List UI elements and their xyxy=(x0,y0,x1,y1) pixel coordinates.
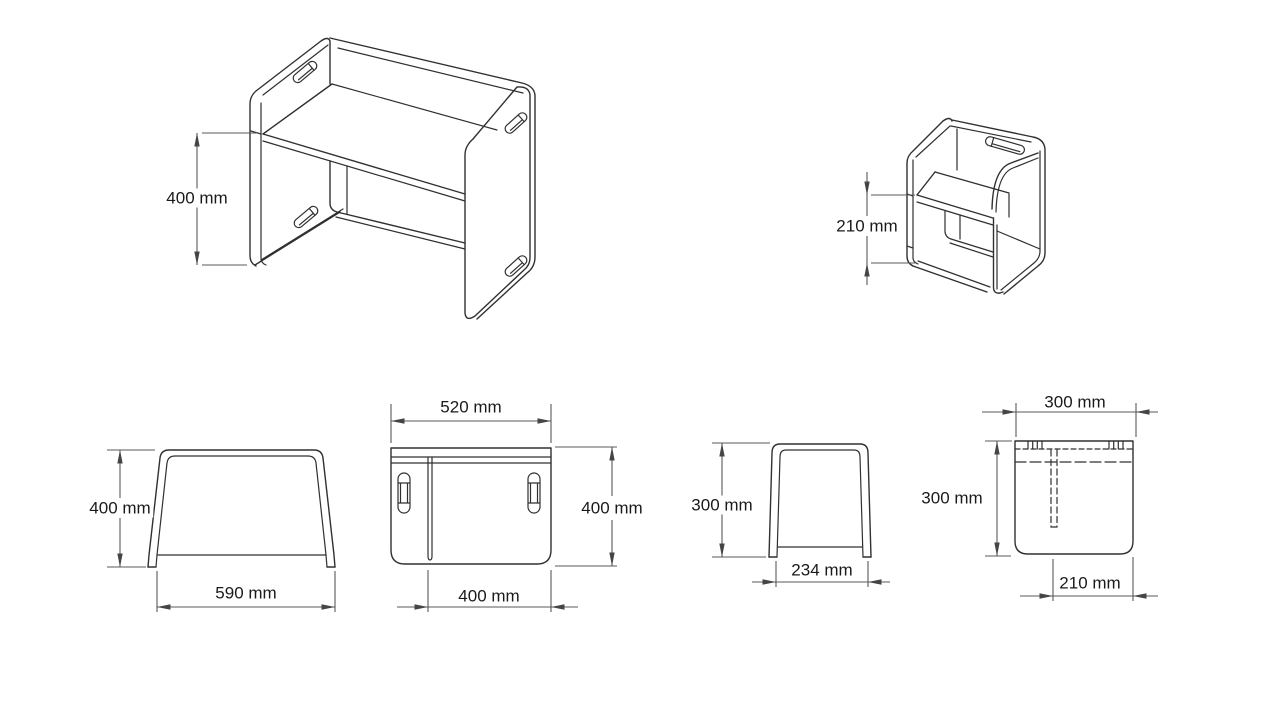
table-front-left-slot xyxy=(397,472,411,514)
table-isometric-view xyxy=(194,37,536,320)
table-front-view xyxy=(390,404,617,612)
table-front-top-width-dimension xyxy=(390,404,552,443)
table-front-right-slot xyxy=(527,472,541,514)
chair-side-height-dimension xyxy=(712,442,770,558)
table-left-panel-upper-slot xyxy=(292,60,318,84)
table-side-height-label: 400 mm xyxy=(86,498,154,518)
table-front-height-dimension xyxy=(555,446,617,567)
table-iso-height-dimension xyxy=(194,132,257,266)
chair-back-handle-slot xyxy=(985,136,1025,155)
chair-front-joint-tabs xyxy=(1027,440,1124,450)
table-right-panel-lower-slot xyxy=(504,255,528,277)
table-front-bottom-width-label: 400 mm xyxy=(455,586,523,606)
table-front-top-width-label: 520 mm xyxy=(437,397,505,417)
table-front-height-label: 400 mm xyxy=(578,498,646,518)
table-side-view xyxy=(107,449,336,612)
chair-front-height-label: 300 mm xyxy=(918,488,986,508)
chair-front-top-width-label: 300 mm xyxy=(1041,392,1109,412)
chair-front-top-width-dimension xyxy=(982,403,1158,437)
table-side-width-label: 590 mm xyxy=(212,583,280,603)
chair-front-bottom-width-dimension xyxy=(1020,557,1158,601)
chair-side-width-label: 234 mm xyxy=(788,560,856,580)
table-iso-height-label: 400 mm xyxy=(163,188,231,208)
chair-iso-seat-height-label: 210 mm xyxy=(833,216,901,236)
table-side-height-dimension xyxy=(107,449,155,568)
chair-side-view xyxy=(712,442,890,587)
chair-front-view xyxy=(982,403,1158,601)
table-front-bottom-width-dimension xyxy=(397,570,578,612)
chair-front-bottom-width-label: 210 mm xyxy=(1056,573,1124,593)
table-right-panel-upper-slot xyxy=(504,112,528,134)
chair-front-height-dimension xyxy=(985,440,1012,557)
chair-side-width-dimension xyxy=(752,561,890,587)
chair-isometric-view xyxy=(864,117,1046,295)
chair-side-height-label: 300 mm xyxy=(688,495,756,515)
table-side-width-dimension xyxy=(156,571,336,612)
chair-front-hidden-panel-line xyxy=(1050,449,1058,528)
table-left-panel-lower-slot xyxy=(293,205,319,229)
chair-iso-seat-height-dimension xyxy=(864,172,915,285)
